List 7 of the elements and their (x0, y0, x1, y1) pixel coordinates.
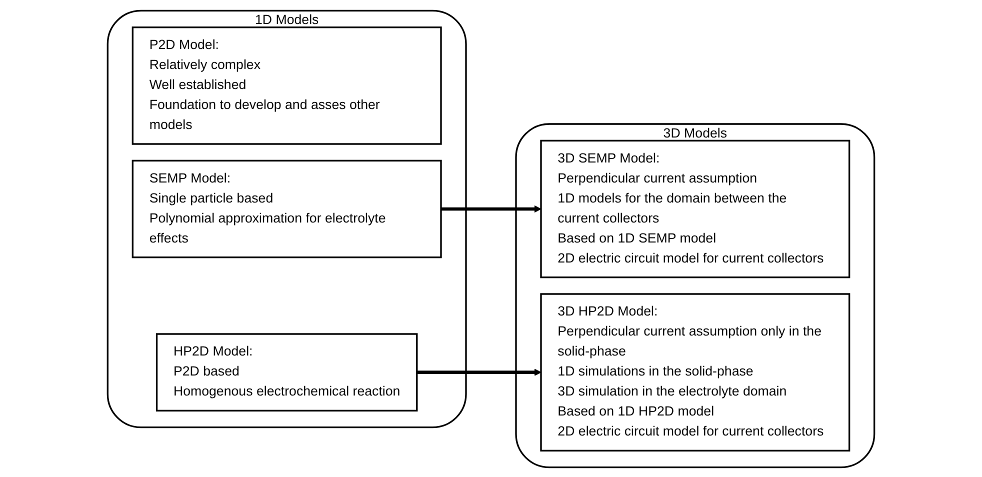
node-box: 3D HP2D Model: Perpendicular current assumption only in the solid-phase 1D simulations in the solid-phase 3D simulation in the electrolyte domain Based on 1D HP2D model 2D electric circuit model for current collectors (540, 292, 850, 451)
node-box: SEMP Model: Single particle based Polynomial approximation for electrolyte effects (132, 159, 442, 258)
arrow (441, 204, 542, 212)
node-box: HP2D Model: P2D based Homogenous electrochemical reaction (156, 332, 418, 411)
node-box: 3D SEMP Model: Perpendicular current assumption 1D models for the domain between the current collectors Based on 1D SEMP model 2D electric circuit model for current collectors (540, 139, 850, 278)
node-box: P2D Model: Relatively complex Well established Foundation to develop and asses other models (132, 26, 442, 144)
arrow (416, 368, 542, 376)
